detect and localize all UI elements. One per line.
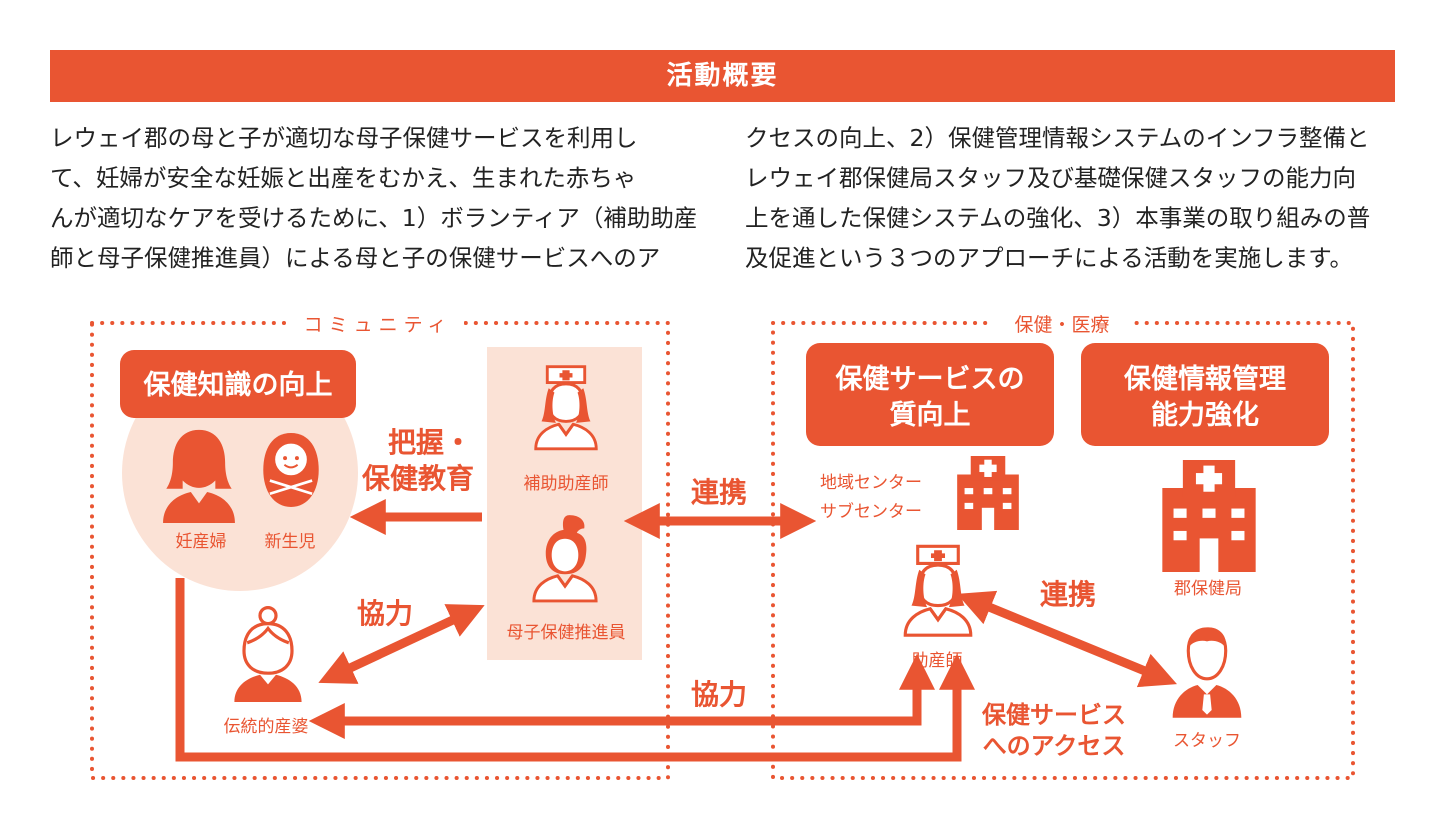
summary-left: レウェイ郡の母と子が適切な母子保健サービスを利用し て、妊婦が安全な妊娠と出産を… (50, 118, 700, 278)
summary-line: レウェイ郡保健局スタッフ及び基礎保健スタッフの能力向 (745, 164, 1356, 192)
sub-center-label: サブセンター (820, 501, 922, 522)
midwife-label: 助産師 (912, 651, 963, 671)
access-label-line2: へのアクセス (983, 732, 1126, 760)
staff-label: スタッフ (1173, 731, 1241, 751)
health-center-icon (957, 456, 1019, 530)
grasp-label-line2: 保健教育 (362, 462, 474, 495)
access-label-line1: 保健サービス (981, 701, 1126, 729)
community-label: コミュニティ (304, 314, 453, 336)
arrow-service-access (175, 578, 975, 762)
grasp-label-line1: 把握・ (388, 426, 472, 459)
info-mgmt-line1: 保健情報管理 (1123, 364, 1286, 395)
pregnant-woman-label: 妊産婦 (176, 532, 227, 552)
arrow-cooperation-bottom (308, 653, 935, 739)
health-label: 保健・医療 (1014, 314, 1109, 336)
summary-line: クセスの向上、2）保健管理情報システムのインフラ整備と (745, 124, 1370, 152)
link-right-label: 連携 (1040, 578, 1096, 611)
knowledge-box-label: 保健知識の向上 (143, 369, 333, 401)
summary-line: 師と母子保健推進員）による母と子の保健サービスへのア (50, 244, 661, 272)
summary-line: て、妊婦が安全な妊娠と出産をむかえ、生まれた赤ちゃ (50, 164, 637, 192)
summary-right: クセスの向上、2）保健管理情報システムのインフラ整備と レウェイ郡保健局スタッフ… (745, 118, 1395, 278)
health-frame (771, 321, 1355, 780)
summary-line: んが適切なケアを受けるために、1）ボランティア（補助助産 (50, 204, 698, 232)
cooperation-top-label: 協力 (357, 597, 413, 630)
section-title: 活動概要 (666, 61, 779, 91)
health-center-label: 地域センター (820, 473, 922, 493)
midwife-icon (903, 544, 973, 637)
info-mgmt-line2: 能力強化 (1151, 399, 1259, 431)
summary-line: レウェイ郡の母と子が適切な母子保健サービスを利用し (50, 124, 638, 152)
service-quality-line1: 保健サービスの (835, 364, 1025, 395)
service-quality-box (806, 343, 1054, 446)
district-health-office-icon (1162, 460, 1256, 572)
knowledge-box (120, 350, 356, 418)
summary-line: 及促進という３つのアプローチによる活動を実施します。 (745, 244, 1353, 272)
traditional-birth-attendant-icon (232, 605, 304, 704)
section-title-bar: 活動概要 (50, 50, 1395, 102)
traditional-birth-attendant-label: 伝統的産婆 (224, 717, 309, 737)
staff-icon (1171, 625, 1243, 720)
newborn-label: 新生児 (265, 532, 316, 552)
link-center-label: 連携 (691, 476, 747, 509)
assistant-midwife-label: 補助助産師 (524, 474, 609, 494)
info-mgmt-box (1081, 343, 1329, 446)
service-quality-line2: 質向上 (890, 399, 971, 431)
arrow-link-right (957, 590, 1177, 688)
district-health-office-label: 郡保健局 (1174, 579, 1242, 599)
health-promoter-label: 母子保健推進員 (507, 623, 626, 643)
newborn-icon (261, 431, 321, 509)
summary-line: 上を通した保健システムの強化、3）本事業の取り組みの普 (745, 204, 1371, 232)
cooperation-bottom-label: 協力 (691, 678, 747, 711)
